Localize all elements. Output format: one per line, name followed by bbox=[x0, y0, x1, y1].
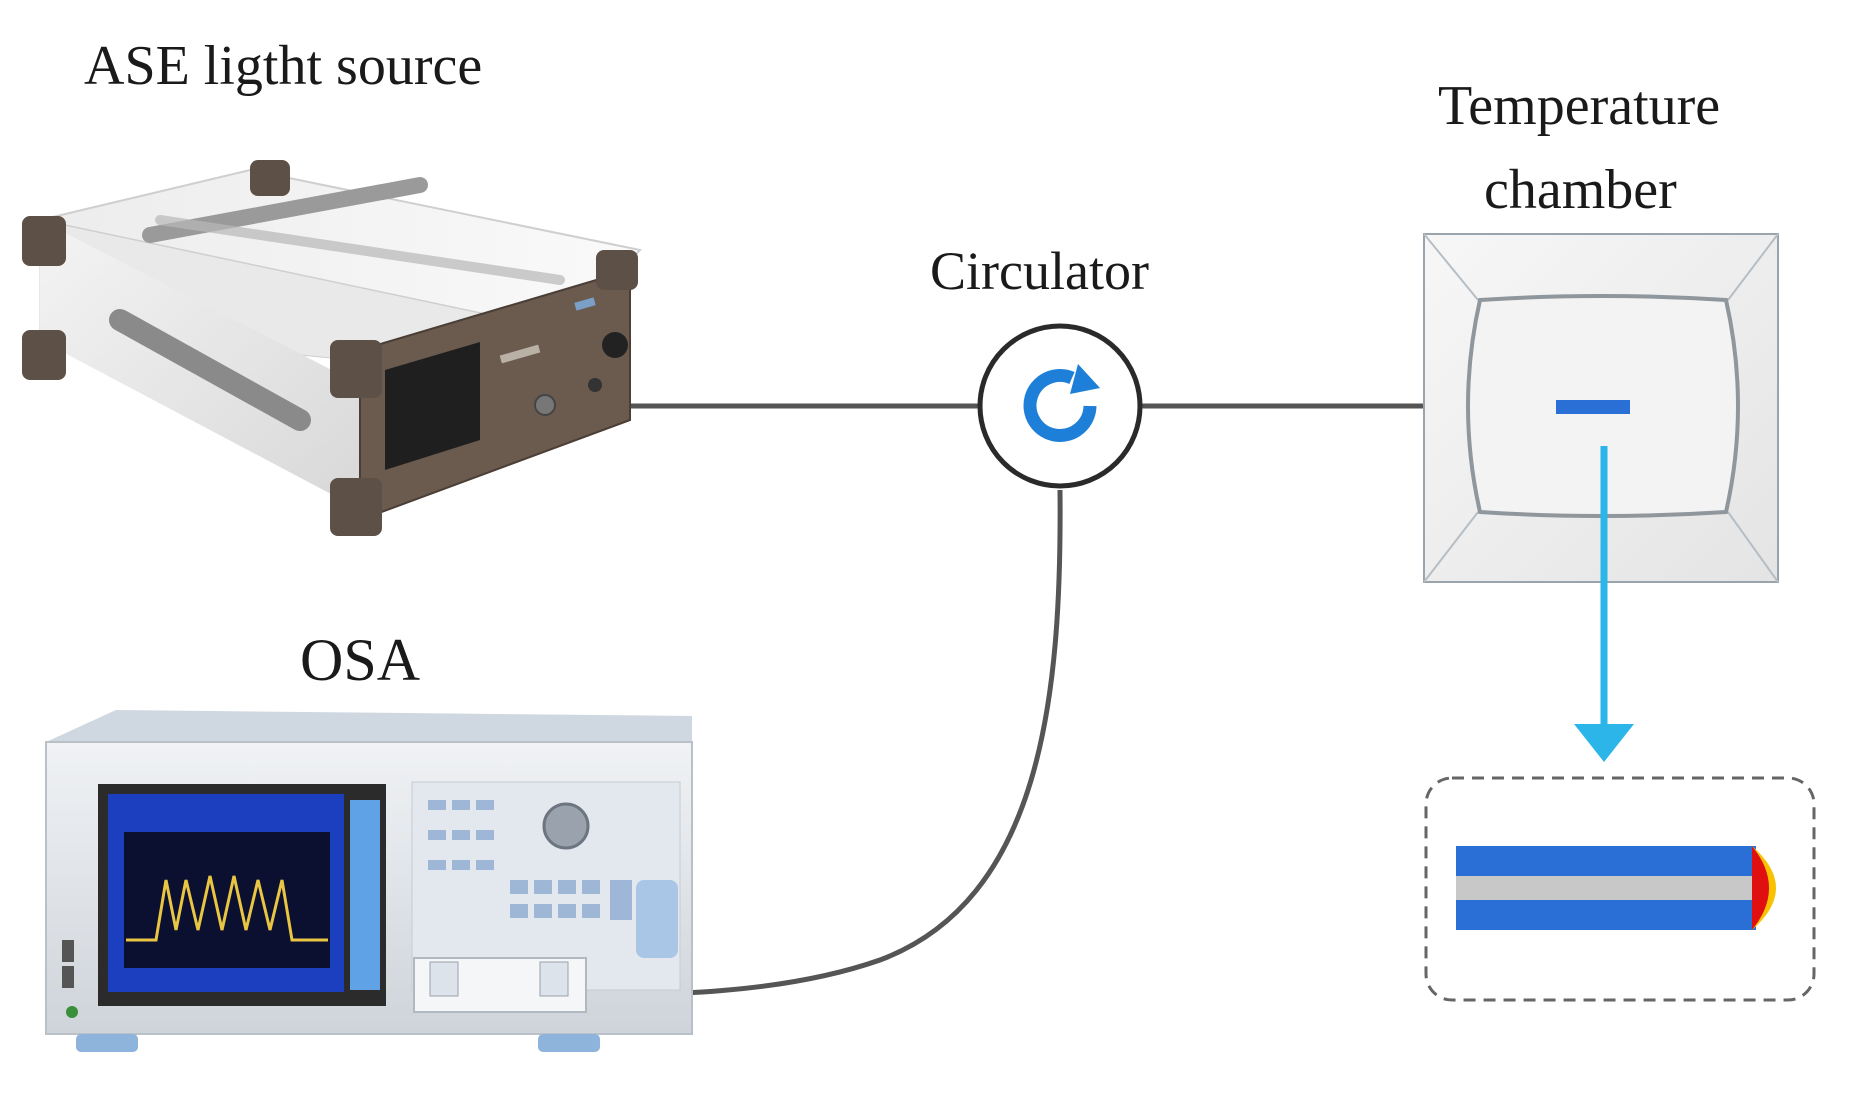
fiber-tip-detail bbox=[1424, 776, 1816, 1002]
circulator bbox=[977, 323, 1143, 489]
circulator-label: Circulator bbox=[930, 241, 1149, 301]
ase-source-label: ASE ligtht source bbox=[84, 35, 483, 97]
ase-light-source-device bbox=[22, 160, 643, 536]
zoom-arrow bbox=[1574, 446, 1634, 762]
chamber-label-line2: chamber bbox=[1484, 159, 1677, 221]
osa-label: OSA bbox=[300, 627, 421, 693]
osa-device bbox=[45, 710, 693, 1052]
circular-arrow-icon bbox=[1023, 364, 1100, 442]
chamber-label-line1: Temperature bbox=[1438, 75, 1721, 137]
